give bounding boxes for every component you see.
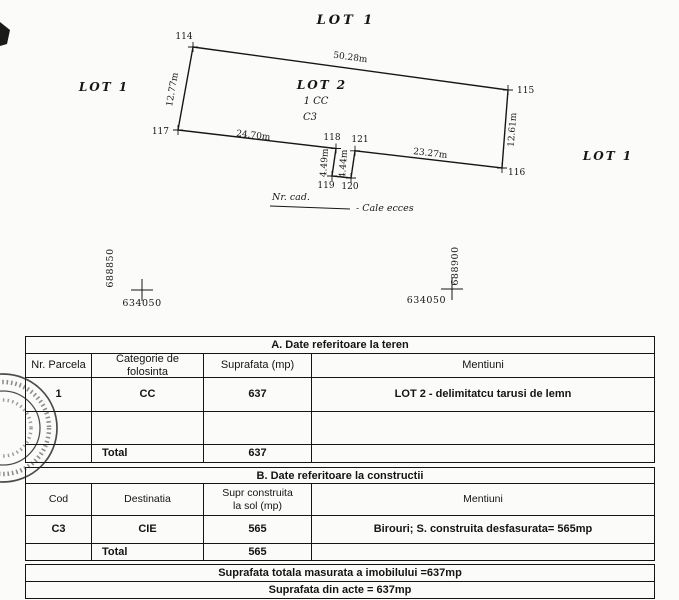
coord-right-northing: 688900 (450, 246, 461, 285)
nr-cad-line (269, 205, 351, 210)
coord-left-easting: 634050 (122, 298, 161, 309)
access-road-label: - Cale ecces (356, 203, 414, 214)
cell-constructie-mentiuni: Birouri; S. construita desfasurata= 565m… (312, 516, 654, 544)
point-label-114: 114 (175, 32, 192, 42)
col-header-suprafata: Suprafata (mp) (204, 354, 312, 378)
scan-artifact (0, 22, 10, 46)
plan-svg: LOT 1 LOT 1 LOT 1 LOT 2 1 CC C3 114 115 … (0, 13, 633, 309)
point-label-116: 116 (508, 168, 525, 178)
empty-cell (26, 544, 92, 560)
empty-cell (204, 412, 312, 445)
lot2-label: LOT 2 (296, 78, 347, 92)
col-header-nr-parcela: Nr. Parcela (26, 354, 92, 378)
grid-cross-left (131, 279, 153, 301)
col-header-cod: Cod (26, 484, 92, 516)
total-measured-area: Suprafata totala masurata a imobilului =… (26, 565, 654, 582)
empty-cell (312, 544, 654, 560)
point-label-115: 115 (517, 86, 534, 96)
empty-cell (92, 412, 204, 445)
teren-total-value: 637 (204, 445, 312, 462)
empty-cell (26, 412, 92, 445)
grid-cross-right (441, 278, 463, 300)
point-label-120: 120 (341, 182, 358, 192)
empty-cell (312, 445, 654, 462)
empty-cell (26, 445, 92, 462)
measure-notch-left: 4.49m (319, 148, 331, 178)
constructii-total-label: Total (92, 544, 204, 560)
cell-constructie-suprafata: 565 (204, 516, 312, 544)
stamp-inner-ring (0, 390, 41, 466)
table-teren: A. Date referitoare la teren Nr. Parcela… (25, 336, 655, 463)
table-teren-title: A. Date referitoare la teren (26, 337, 654, 354)
col-header-mentiuni-b: Mentiuni (312, 484, 654, 516)
building-code-label: C3 (303, 112, 317, 123)
point-label-119: 119 (317, 181, 334, 191)
constructii-total-value: 565 (204, 544, 312, 560)
table-teren-title-text: A. Date referitoare la teren (271, 339, 409, 351)
cell-constructie-cod: C3 (26, 516, 92, 544)
cell-parcela-categorie: CC (92, 378, 204, 412)
measure-right: 12.61m (507, 112, 520, 147)
table-constructii: B. Date referitoare la constructii Cod D… (25, 467, 655, 561)
cell-parcela-nr: 1 (26, 378, 92, 412)
table-constructii-title-text: B. Date referitoare la constructii (256, 469, 424, 482)
table-constructii-grid: Cod Destinatia Supr construita la sol (m… (26, 484, 654, 560)
measure-bottom-right: 23.27m (413, 147, 449, 161)
cell-constructie-destinatia: CIE (92, 516, 204, 544)
col-header-categorie: Categorie de folosinta (92, 353, 204, 378)
empty-cell (312, 412, 654, 445)
col-header-mentiuni: Mentiuni (312, 354, 654, 378)
col-header-destinatia: Destinatia (92, 484, 204, 516)
survey-point-ticks (173, 42, 513, 183)
totals-box: Suprafata totala masurata a imobilului =… (25, 564, 655, 599)
col-header-supr-construita: Supr construita la sol (mp) (204, 484, 312, 516)
parcel-code-label: 1 CC (304, 96, 329, 107)
cell-parcela-suprafata: 637 (204, 378, 312, 412)
stamp-text-ring-inner (0, 398, 33, 458)
deed-area: Suprafata din acte = 637mp (268, 584, 412, 596)
measure-notch-right: 4.44m (338, 149, 350, 179)
cell-parcela-mentiuni: LOT 2 - delimitatcu tarusi de lemn (312, 378, 654, 412)
measure-bottom-left: 24.70m (236, 129, 272, 143)
point-label-118: 118 (323, 133, 340, 143)
lot1-top-label: LOT 1 (316, 13, 376, 28)
lot1-left-label: LOT 1 (78, 80, 129, 94)
stamp-outer-ring (0, 373, 58, 483)
coord-left-northing: 688850 (105, 248, 116, 287)
nr-cad-label: Nr. cad. (271, 192, 310, 203)
measure-left: 12.77m (165, 71, 181, 107)
table-constructii-title: B. Date referitoare la constructii (26, 468, 654, 484)
teren-total-label: Total (92, 445, 204, 462)
stamp (0, 373, 58, 483)
stamp-text-ring (0, 379, 52, 477)
measure-top: 50.28m (333, 51, 369, 66)
point-label-117: 117 (152, 127, 169, 137)
point-label-121: 121 (351, 135, 368, 145)
coord-right-easting: 634050 (407, 295, 446, 306)
lot1-right-label: LOT 1 (582, 149, 633, 163)
table-teren-grid: Nr. Parcela Categorie de folosinta Supra… (26, 353, 654, 462)
